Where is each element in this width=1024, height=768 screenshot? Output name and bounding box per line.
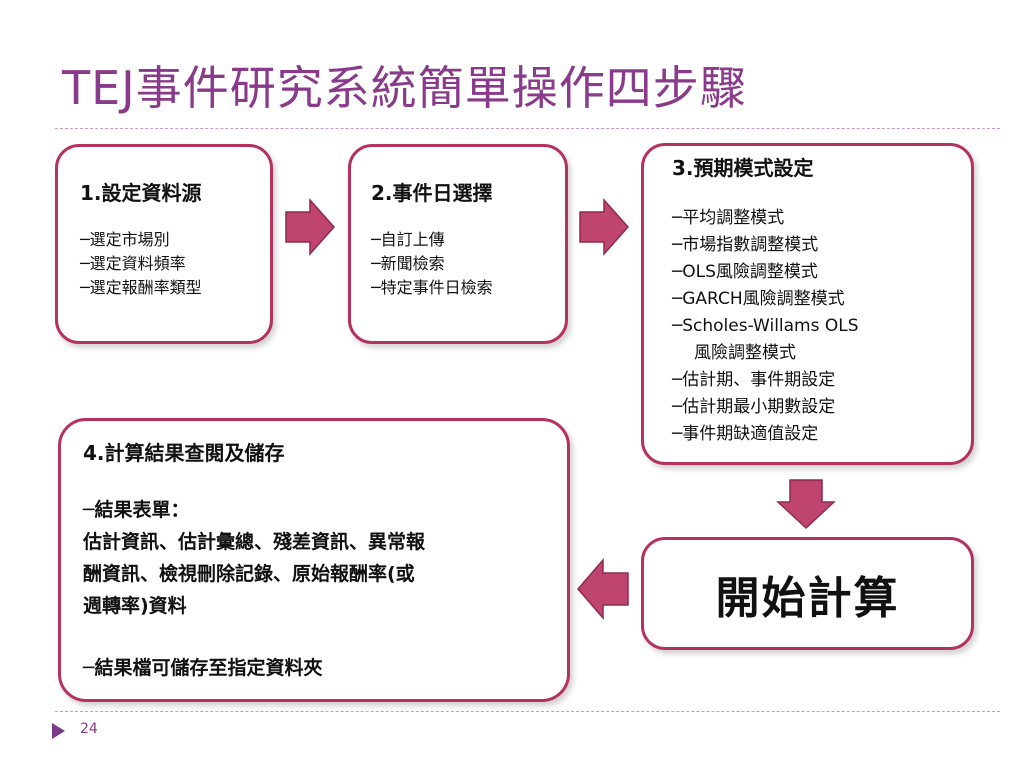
step3-item: ─估計期、事件期設定 bbox=[672, 370, 836, 390]
step3-item: 風險調整模式 bbox=[694, 343, 796, 363]
step4-box: 4.計算結果查閱及儲存 ─結果表單： 估計資訊、估計彙總、殘差資訊、異常報 酬資… bbox=[58, 418, 570, 702]
title-divider bbox=[55, 128, 1000, 129]
step3-heading: 3.預期模式設定 bbox=[672, 156, 814, 180]
step4-line: 週轉率)資料 bbox=[83, 595, 187, 617]
step1-item: ─選定市場別 bbox=[80, 230, 170, 249]
step3-item: ─估計期最小期數設定 bbox=[672, 397, 836, 417]
spacer bbox=[83, 622, 567, 652]
step2-item: ─新聞檢索 bbox=[371, 254, 445, 273]
step3-item: ─事件期缺適值設定 bbox=[672, 424, 819, 444]
step3-box: 3.預期模式設定 ─平均調整模式 ─市場指數調整模式 ─OLS風險調整模式 ─G… bbox=[641, 143, 974, 465]
footer-divider bbox=[55, 711, 1000, 712]
step3-item: ─Scholes-Willams OLS bbox=[672, 316, 859, 336]
step1-item: ─選定報酬率類型 bbox=[80, 278, 202, 297]
step2-box: 2.事件日選擇 ─自訂上傳 ─新聞檢索 ─特定事件日檢索 bbox=[348, 144, 568, 344]
start-calculation-label: 開始計算 bbox=[715, 572, 900, 624]
step4-heading: 4.計算結果查閱及儲存 bbox=[83, 441, 285, 465]
step4-line: 估計資訊、估計彙總、殘差資訊、異常報 bbox=[83, 531, 426, 553]
step2-item: ─自訂上傳 bbox=[371, 230, 445, 249]
step2-heading: 2.事件日選擇 bbox=[371, 181, 493, 205]
step3-item: ─市場指數調整模式 bbox=[672, 235, 819, 255]
step4-line: 酬資訊、檢視刪除記錄、原始報酬率(或 bbox=[83, 563, 415, 585]
step4-line: ─結果檔可儲存至指定資料夾 bbox=[83, 657, 323, 679]
play-triangle-icon bbox=[52, 723, 65, 739]
step3-item: ─平均調整模式 bbox=[672, 208, 785, 228]
step1-box: 1.設定資料源 ─選定市場別 ─選定資料頻率 ─選定報酬率類型 bbox=[55, 144, 273, 344]
step3-item: ─OLS風險調整模式 bbox=[672, 262, 818, 282]
right-arrow-icon bbox=[285, 198, 336, 256]
page-number: 24 bbox=[80, 721, 98, 737]
left-arrow-icon bbox=[577, 558, 629, 620]
step1-heading: 1.設定資料源 bbox=[80, 181, 202, 205]
step4-line: ─結果表單： bbox=[83, 499, 190, 521]
right-arrow-icon bbox=[579, 198, 630, 256]
page-title: TEJ事件研究系統簡單操作四步驟 bbox=[62, 61, 747, 115]
step2-item: ─特定事件日檢索 bbox=[371, 278, 493, 297]
start-calculation-box: 開始計算 bbox=[641, 537, 974, 650]
step3-item: ─GARCH風險調整模式 bbox=[672, 289, 845, 309]
step1-item: ─選定資料頻率 bbox=[80, 254, 186, 273]
down-arrow-icon bbox=[776, 479, 836, 530]
